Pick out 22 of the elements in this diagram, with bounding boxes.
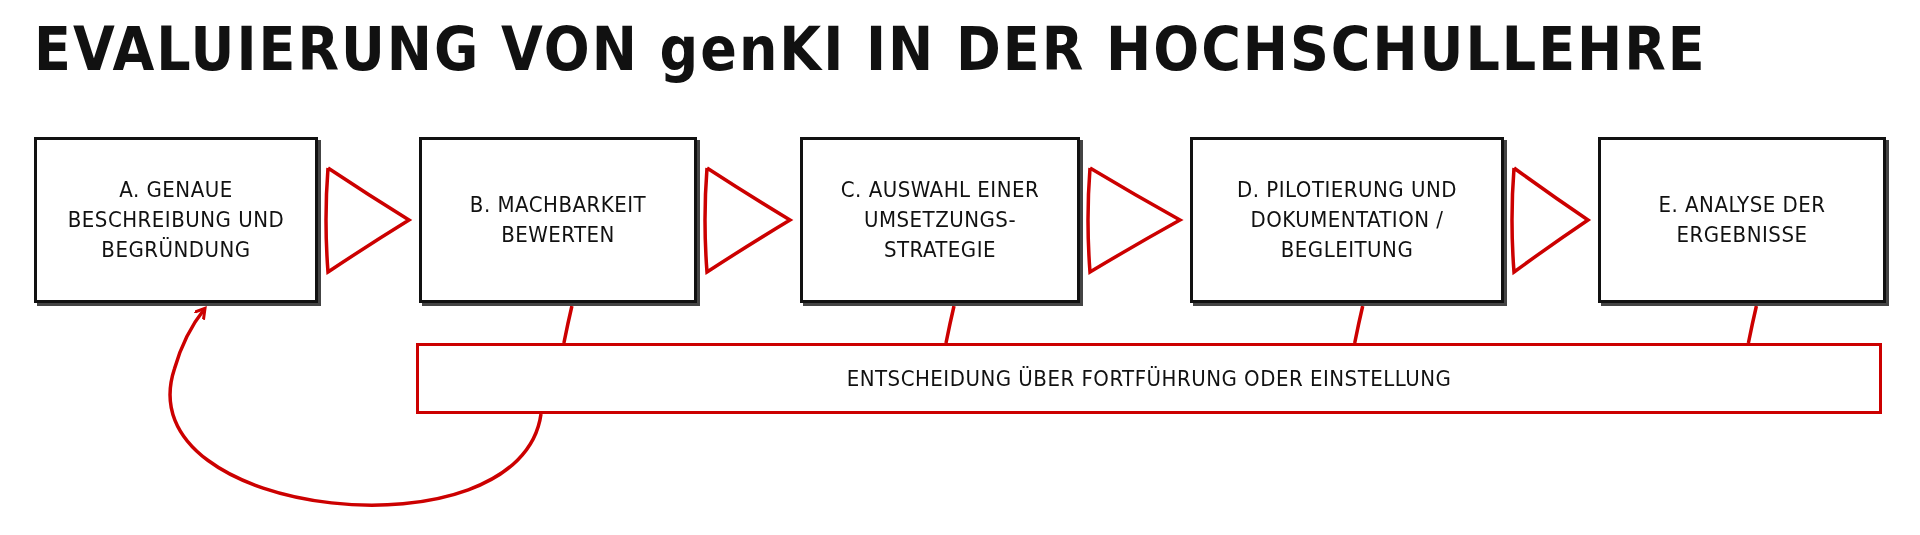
box-label: A. GENAUE BESCHREIBUNG UND BEGRÜNDUNG: [66, 176, 286, 264]
process-box: [1598, 137, 1886, 303]
curved-arrow: [169, 306, 543, 507]
triangle-arrow: [324, 166, 411, 274]
connector-line: [944, 305, 956, 344]
process-box: [1190, 137, 1504, 303]
box-label: D. PILOTIERUNG UND DOKUMENTATION / BEGLEITUNG: [1236, 176, 1458, 264]
decision-band: [416, 343, 1882, 414]
connector-line: [562, 305, 574, 344]
triangle-arrow: [703, 166, 792, 274]
process-box: [419, 137, 697, 303]
triangle-arrow: [1510, 166, 1590, 274]
title: EVALUIERUNG VON genKI IN DER HOCHSCHULLEHRE: [34, 14, 1707, 84]
connector-line: [1746, 305, 1759, 344]
process-box: [800, 137, 1080, 303]
box-label: B. MACHBARKEIT BEWERTEN: [468, 191, 648, 249]
box-label: C. AUSWAHL EINER UMSETZUNGS-STRATEGIE: [839, 176, 1041, 264]
connector-line: [1353, 305, 1365, 344]
box-label: ENTSCHEIDUNG ÜBER FORTFÜHRUNG ODER EINSTELLUNG: [846, 364, 1452, 393]
triangle-arrow: [1086, 166, 1182, 274]
box-label: E. ANALYSE DER ERGEBNISSE: [1657, 191, 1827, 249]
process-box: [34, 137, 318, 303]
